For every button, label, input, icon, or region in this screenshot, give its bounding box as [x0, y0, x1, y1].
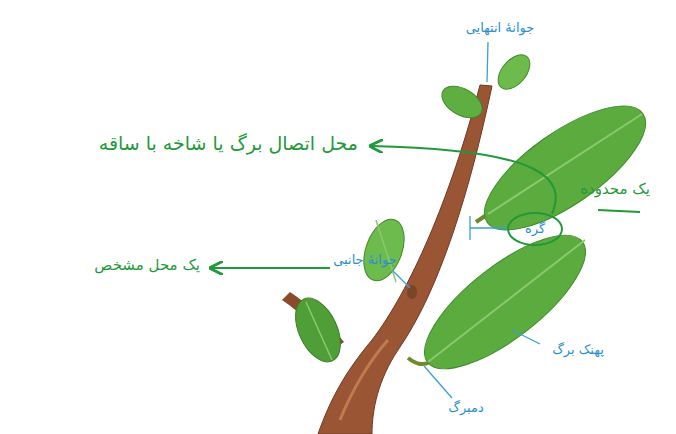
handwritten-note: یک محدوده: [580, 180, 650, 198]
handwritten-note: یک محل مشخص: [94, 256, 200, 274]
part-label: پهنک برگ: [552, 342, 604, 358]
branch-leaf: [286, 291, 349, 369]
lateral-leaf: [356, 214, 412, 286]
handwritten-marks: [212, 146, 640, 268]
leader-lines: [392, 42, 540, 398]
part-label: گره: [525, 221, 545, 237]
part-label: جوانهٔ انتهایی: [466, 20, 535, 36]
lower-leaf: [406, 213, 605, 390]
handwritten-note: محل اتصال برگ یا شاخه با ساقه: [99, 132, 358, 155]
upper-leaf: [467, 84, 664, 252]
part-label: دمبرگ: [448, 400, 483, 416]
terminal-leaves: [436, 49, 536, 124]
stem-highlight: [340, 340, 388, 420]
part-label: جوانهٔ جانبی: [333, 252, 396, 268]
